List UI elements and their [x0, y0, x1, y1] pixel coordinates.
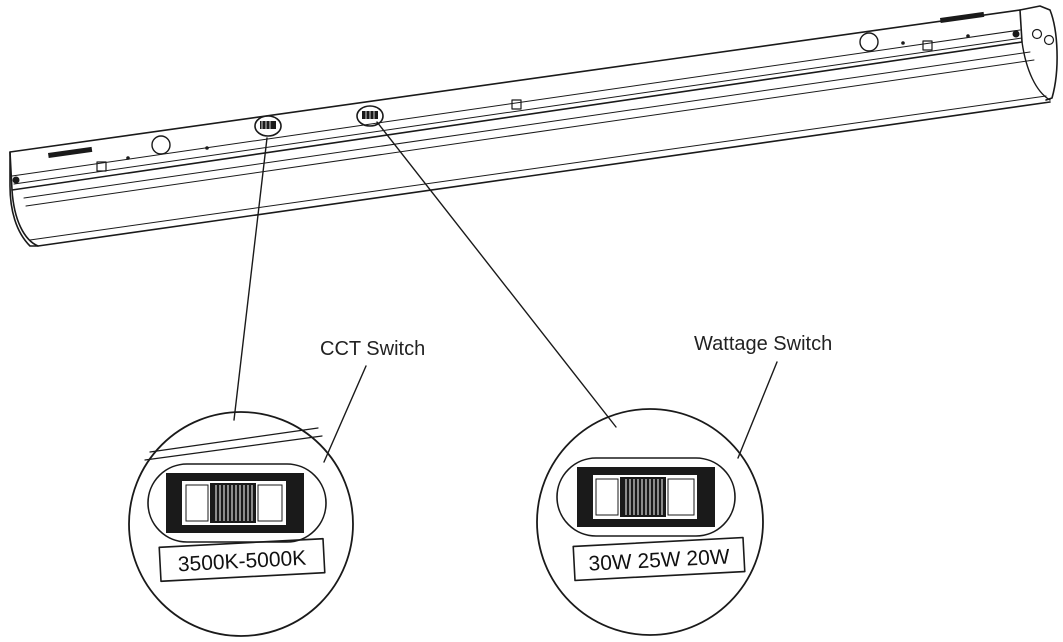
screw-dot-2 [205, 146, 209, 150]
mounting-tab-right [922, 40, 933, 51]
wattage-switch-detail: 30W 25W 20W [536, 408, 764, 636]
cct-zoom-leader [233, 137, 268, 421]
end-cap-hole-2 [1043, 34, 1055, 46]
mounting-tab-left [96, 161, 107, 172]
cct-range-box [158, 537, 326, 583]
cct-switch-on-fixture [254, 115, 282, 137]
end-cap-screw-right [1012, 30, 1020, 38]
wattage-switch-label: Wattage Switch [694, 333, 832, 355]
screw-dot-3 [901, 41, 905, 45]
fixture-details [12, 11, 1055, 184]
cct-range-label: 3500K-5000K [177, 547, 306, 577]
cct-switch-detail: 3500K-5000K [128, 411, 354, 637]
cct-switch-label: CCT Switch [320, 338, 425, 360]
cct-label-leader [323, 365, 367, 463]
end-cap-hole-1 [1031, 28, 1043, 40]
mounting-tab-center [511, 99, 522, 110]
screw-dot-4 [966, 34, 970, 38]
wattage-label-leader [737, 361, 778, 459]
strip-light-fixture [9, 5, 1058, 247]
screw-dot-1 [126, 156, 130, 160]
cct-slider-knob [210, 483, 256, 523]
leader-lines [233, 121, 778, 463]
wattage-slider-knob [620, 477, 666, 517]
knockout-hole-left [151, 135, 171, 155]
wattage-zoom-leader [376, 121, 617, 428]
end-cap-screw-left [12, 176, 20, 184]
label-plate-left [48, 146, 93, 158]
wattage-options-box [572, 536, 746, 582]
wattage-options-label: 30W 25W 20W [588, 545, 730, 575]
wattage-switch-on-fixture [356, 105, 384, 127]
label-plate-right [940, 11, 985, 23]
knockout-hole-right [859, 32, 879, 52]
